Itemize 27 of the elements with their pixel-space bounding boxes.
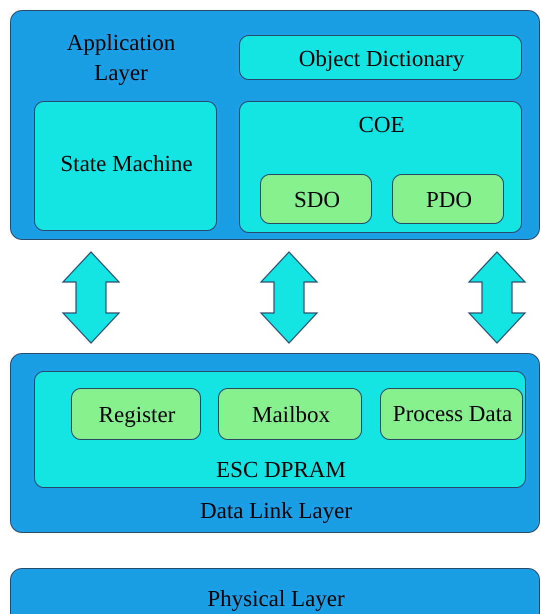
- block-box: [392, 174, 504, 224]
- double-arrow: [260, 251, 318, 344]
- layer-box: [10, 10, 540, 240]
- node-label: ESC DPRAM: [215, 456, 347, 484]
- layer-box: [10, 568, 540, 614]
- node-label: PDO: [424, 186, 473, 214]
- double-arrow: [468, 251, 526, 344]
- block-box: [380, 388, 523, 440]
- block-box: [71, 388, 201, 440]
- block-box: [218, 388, 362, 440]
- node-label: Physical Layer: [206, 585, 346, 613]
- double-arrow: [62, 251, 120, 344]
- node-label: Mailbox: [251, 401, 331, 429]
- layer-box: [10, 353, 540, 533]
- node-label: Application Layer: [66, 29, 176, 87]
- node-label: Register: [98, 401, 176, 429]
- node-label: Process Data: [392, 400, 514, 428]
- block-box: [239, 35, 522, 80]
- node-label: Data Link Layer: [199, 497, 353, 525]
- node-label: Object Dictionary: [298, 44, 466, 73]
- block-box: [34, 101, 217, 231]
- node-label: COE: [358, 111, 406, 139]
- node-label: SDO: [292, 186, 341, 214]
- module-box: [34, 371, 526, 488]
- module-box: [239, 101, 522, 233]
- block-box: [260, 174, 372, 224]
- node-label: State Machine: [59, 150, 194, 178]
